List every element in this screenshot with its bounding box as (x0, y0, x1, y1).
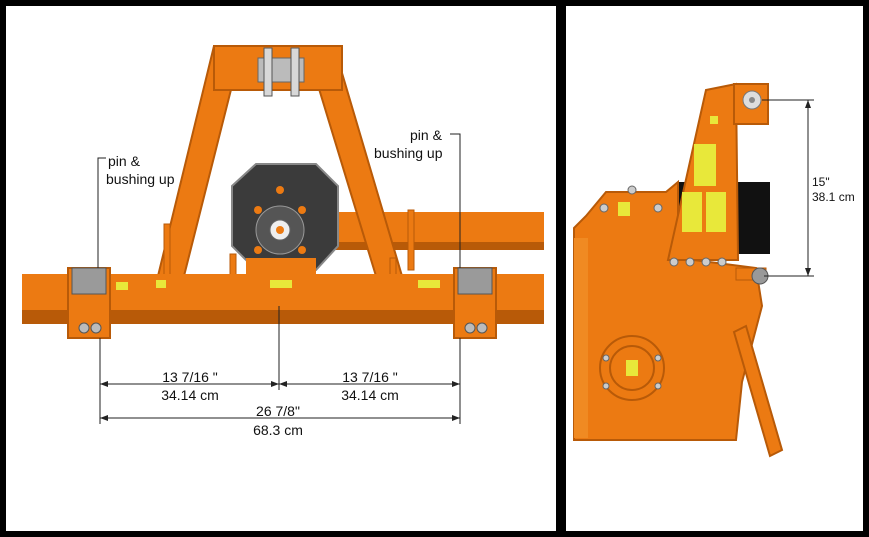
callout-right-line1: pin & (410, 127, 443, 143)
dim-right-inches: 13 7/16 " (342, 369, 398, 385)
decal (156, 280, 166, 288)
callout-left-leader (97, 157, 106, 268)
front-view-drawing: pin & bushing up pin & bushing up 13 7/1… (22, 45, 544, 438)
callout-left-line1: pin & (108, 153, 141, 169)
callout-left-line2: bushing up (106, 171, 175, 187)
right-pin-bushing (457, 267, 493, 295)
left-pin-bushing (71, 267, 107, 295)
dim-height-inches: 15" (812, 175, 830, 189)
dim-total-inches: 26 7/8" (256, 403, 300, 419)
dim-height-cm: 38.1 cm (812, 190, 855, 204)
decal (694, 144, 716, 186)
front-view-panel: pin & bushing up pin & bushing up 13 7/1… (6, 6, 556, 531)
dim-total-cm: 68.3 cm (253, 422, 303, 438)
dim-right-cm: 34.14 cm (341, 387, 399, 403)
callout-right-line2: bushing up (374, 145, 443, 161)
dim-left-inches: 13 7/16 " (162, 369, 218, 385)
callout-right-leader (450, 133, 461, 268)
side-stand-leg (732, 324, 784, 458)
side-view-panel: 15" 38.1 cm (566, 6, 863, 531)
side-view-drawing: 15" 38.1 cm (573, 82, 855, 458)
dim-left-cm: 34.14 cm (161, 387, 219, 403)
